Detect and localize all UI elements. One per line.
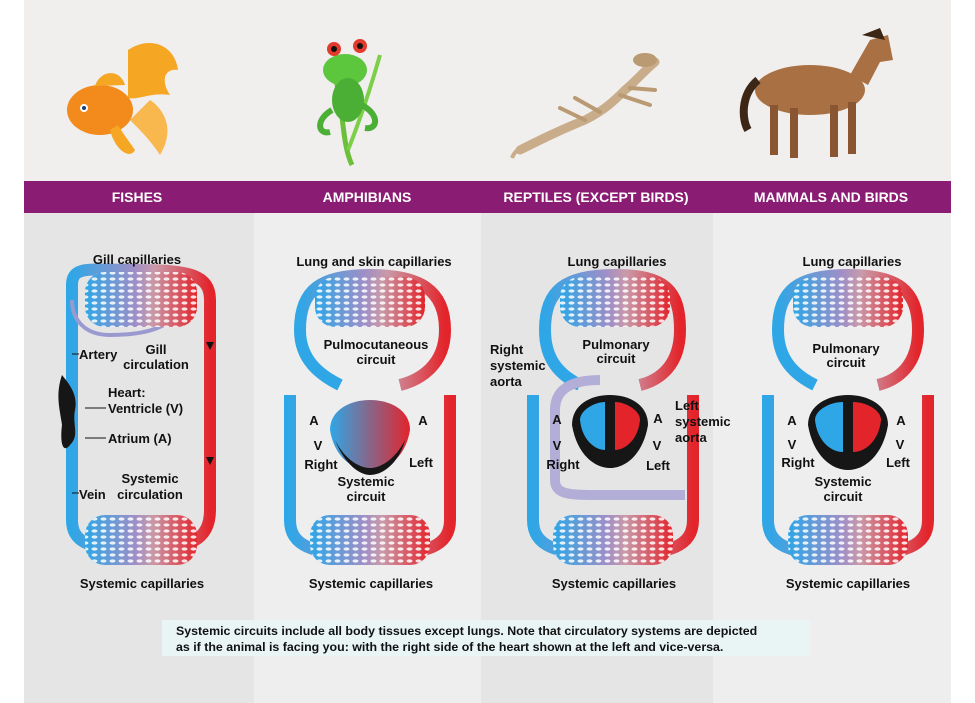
label-gill-circulation-2: circulation xyxy=(123,357,189,372)
label-reptile-pulmonary-2: circuit xyxy=(596,351,636,366)
fish-heart xyxy=(58,375,76,449)
label-mam-right: Right xyxy=(781,455,815,470)
footnote-line-1: Systemic circuits include all body tissu… xyxy=(176,624,758,638)
label-gill-circulation-1: Gill xyxy=(146,342,167,357)
header-band xyxy=(24,181,951,213)
label-rept-right: Right xyxy=(546,457,580,472)
label-reptile-lung-capillaries: Lung capillaries xyxy=(568,254,667,269)
header-reptiles: REPTILES (EXCEPT BIRDS) xyxy=(503,189,688,205)
horse-illustration xyxy=(739,28,893,158)
label-pulmocutaneous-1: Pulmocutaneous xyxy=(324,337,429,352)
label-rept-systemic-capillaries: Systemic capillaries xyxy=(552,576,676,591)
label-gill-capillaries: Gill capillaries xyxy=(93,252,181,267)
label-amph-a-right: A xyxy=(309,413,319,428)
label-mam-systemic-circuit-1: Systemic xyxy=(814,474,871,489)
label-amph-systemic-capillaries: Systemic capillaries xyxy=(309,576,433,591)
label-reptile-pulmonary-1: Pulmonary xyxy=(582,337,650,352)
header-fishes: FISHES xyxy=(112,189,163,205)
label-mam-left: Left xyxy=(886,455,911,470)
label-mam-v-right: V xyxy=(788,437,797,452)
label-artery: Artery xyxy=(79,347,118,362)
label-mammal-lung-capillaries: Lung capillaries xyxy=(803,254,902,269)
mammals-circuit xyxy=(762,268,934,565)
goldfish-illustration xyxy=(67,42,178,155)
footnote-box: Systemic circuits include all body tissu… xyxy=(162,620,810,656)
label-right-systemic-aorta-1: Right xyxy=(490,342,524,357)
label-pulmocutaneous-2: circuit xyxy=(356,352,396,367)
label-mam-a-right: A xyxy=(787,413,797,428)
amphibians-circuit xyxy=(284,268,456,565)
label-rept-left: Left xyxy=(646,458,671,473)
label-left-systemic-aorta-3: aorta xyxy=(675,430,708,445)
label-atrium: Atrium (A) xyxy=(108,431,172,446)
label-lung-skin-capillaries: Lung and skin capillaries xyxy=(296,254,451,269)
label-amph-v: V xyxy=(314,438,323,453)
label-amph-right: Right xyxy=(304,457,338,472)
label-right-systemic-aorta-2: systemic xyxy=(490,358,546,373)
label-mam-a-left: A xyxy=(896,413,906,428)
label-rept-a-left: A xyxy=(653,411,663,426)
reptiles-circuit xyxy=(527,268,699,565)
label-ventricle: Ventricle (V) xyxy=(108,401,183,416)
label-fishes-systemic-capillaries: Systemic capillaries xyxy=(80,576,204,591)
label-mam-systemic-capillaries: Systemic capillaries xyxy=(786,576,910,591)
label-systemic-circulation-2: circulation xyxy=(117,487,183,502)
label-rept-a-right: A xyxy=(552,412,562,427)
lizard-illustration xyxy=(510,53,660,159)
label-heart: Heart: xyxy=(108,385,146,400)
label-amph-left: Left xyxy=(409,455,434,470)
label-right-systemic-aorta-3: aorta xyxy=(490,374,523,389)
label-left-systemic-aorta-1: Left xyxy=(675,398,700,413)
label-rept-v-left: V xyxy=(653,438,662,453)
header-mammals-birds: MAMMALS AND BIRDS xyxy=(754,189,908,205)
label-mammal-pulmonary-1: Pulmonary xyxy=(812,341,880,356)
footnote-line-2: as if the animal is facing you: with the… xyxy=(176,640,724,654)
label-mam-v-left: V xyxy=(896,437,905,452)
label-systemic-circulation-1: Systemic xyxy=(121,471,178,486)
label-left-systemic-aorta-2: systemic xyxy=(675,414,731,429)
header-amphibians: AMPHIBIANS xyxy=(323,189,412,205)
label-amph-a-left: A xyxy=(418,413,428,428)
label-amph-systemic-circuit-2: circuit xyxy=(346,489,386,504)
label-mam-systemic-circuit-2: circuit xyxy=(823,489,863,504)
right-systemic-aorta-vessel xyxy=(550,375,685,500)
frog-illustration xyxy=(317,39,382,167)
label-vein: Vein xyxy=(79,487,106,502)
label-rept-v-right: V xyxy=(553,438,562,453)
label-mammal-pulmonary-2: circuit xyxy=(826,355,866,370)
fishes-circuit xyxy=(58,263,216,565)
label-amph-systemic-circuit-1: Systemic xyxy=(337,474,394,489)
amphibian-heart xyxy=(330,400,410,470)
